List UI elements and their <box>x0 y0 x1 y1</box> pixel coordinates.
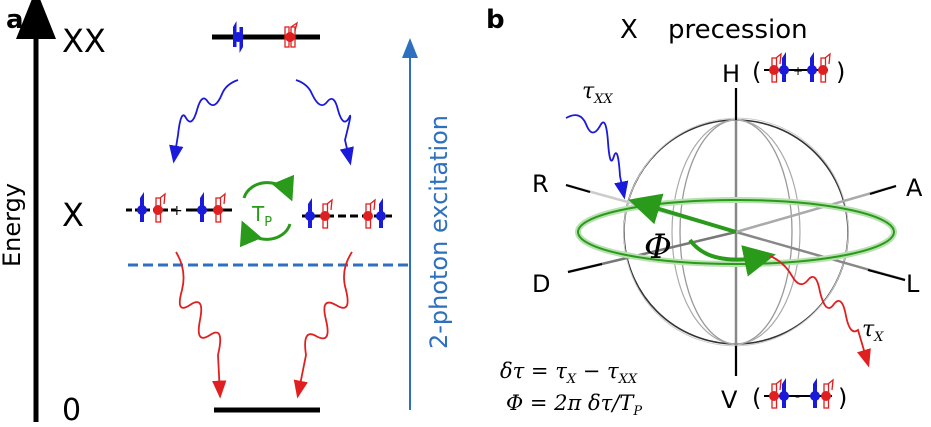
h-state-open-paren: ( <box>752 58 761 86</box>
title-precession: precession <box>668 15 808 45</box>
v-state-hole-2-icon <box>820 379 834 409</box>
h-state-plus: + <box>793 64 803 78</box>
xx-photon-left <box>169 79 239 164</box>
h-state-hole-icon <box>768 53 782 83</box>
tp-cycle-top-arrow <box>242 174 295 202</box>
xx-hole-pair-icon <box>284 22 298 48</box>
tp-cycle-bottom-arrow <box>239 220 292 248</box>
pole-l-label: L <box>906 270 920 298</box>
x-state-2-hole-icon <box>212 193 226 223</box>
x-plus-sign: + <box>171 203 183 219</box>
pole-h-label: H <box>722 60 740 88</box>
x-minus-sign: - <box>341 209 346 225</box>
level-x-label: X <box>62 196 84 234</box>
level-xx-label: XX <box>62 22 106 60</box>
x-state-3-electron-icon <box>305 198 315 228</box>
x-state-1-electron-icon <box>137 192 147 222</box>
equation-phase: Φ = 2π δτ/TP <box>506 391 642 419</box>
a-axis-tick <box>869 185 897 195</box>
equation-delay: δτ = τX − τXX <box>500 359 638 387</box>
x-photon-right <box>293 251 353 399</box>
tau-xx-label: τXX <box>582 79 613 107</box>
title-x: X <box>620 15 638 45</box>
r-axis-tick <box>565 184 591 193</box>
x-state-3-hole-icon <box>319 199 333 229</box>
phi-arc-arrow <box>688 238 776 277</box>
xx-electron-pair-icon <box>233 21 243 53</box>
energy-axis-label: Energy <box>0 183 26 267</box>
l-axis-tick <box>867 269 906 281</box>
pole-r-label: R <box>532 170 549 198</box>
pole-a-label: A <box>906 174 923 202</box>
xx-photon-right <box>295 79 354 166</box>
excitation-label: 2-photon excitation <box>425 115 453 349</box>
x-state-2-electron-icon <box>197 192 207 222</box>
x-state-1-hole-icon <box>152 193 166 223</box>
x-state-4-electron-icon <box>376 198 386 228</box>
pole-v-label: V <box>721 386 738 414</box>
tp-label: TP <box>251 202 272 230</box>
v-state-electron-2-icon <box>810 378 820 408</box>
phi-label: Φ <box>644 227 672 267</box>
v-state-minus: - <box>795 389 800 405</box>
panel-b-label: b <box>486 5 505 35</box>
v-state-hole-icon <box>768 379 782 409</box>
x-state-4-hole-icon <box>362 199 376 229</box>
equator-circle <box>577 199 895 265</box>
tau-x-label: τX <box>862 317 884 345</box>
v-state-close-paren: ) <box>838 384 847 412</box>
tau-x-photon <box>769 255 871 368</box>
x-photon-left <box>175 251 227 399</box>
a-axis <box>735 184 897 234</box>
h-state-electron-2-icon <box>807 52 817 82</box>
level-ground-label: 0 <box>62 393 81 427</box>
d-axis-tick <box>567 263 603 273</box>
panel-a-label: a <box>6 5 24 35</box>
phi-vector <box>628 193 737 234</box>
pole-d-label: D <box>532 270 550 298</box>
h-state-hole-2-icon <box>817 53 831 83</box>
v-state-open-paren: ( <box>752 384 761 412</box>
h-state-close-paren: ) <box>836 58 845 86</box>
tau-xx-photon <box>565 114 629 200</box>
